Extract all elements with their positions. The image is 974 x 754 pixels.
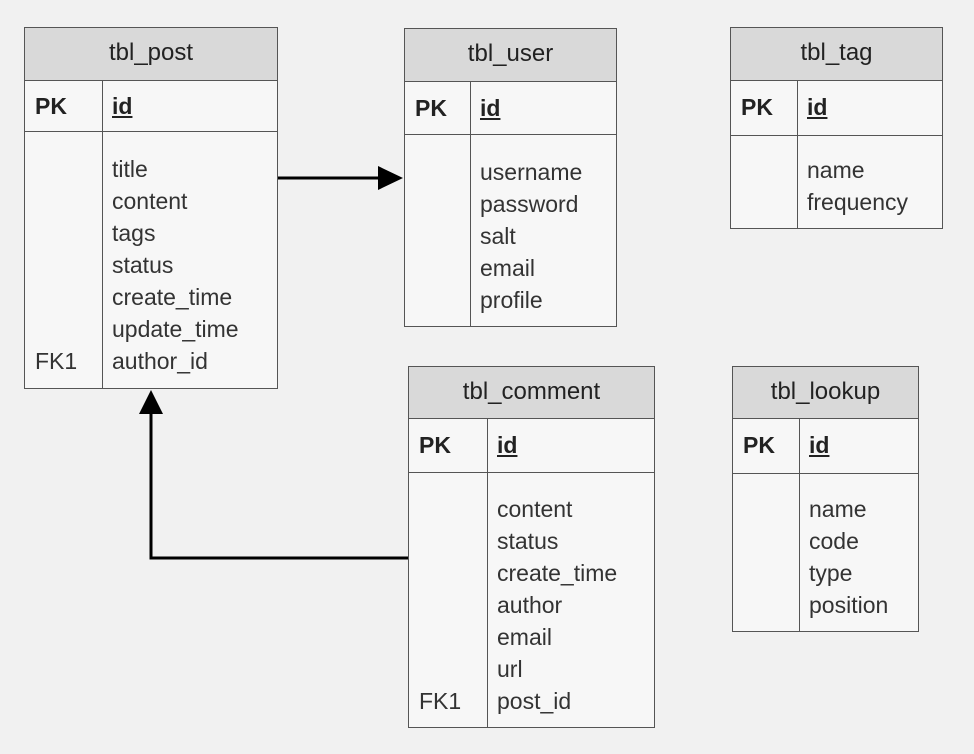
- field-list: username password salt email profile: [480, 156, 582, 316]
- field-name: name: [809, 496, 867, 522]
- fields-row: name code type position: [733, 474, 918, 631]
- relation-comment-to-post: [139, 390, 408, 560]
- fields-row: content status create_time author email …: [409, 473, 654, 727]
- field-username: username: [480, 159, 583, 185]
- pk-label: PK: [415, 95, 447, 121]
- table-tbl-tag[interactable]: tbl_tag PK id name frequency: [730, 27, 943, 229]
- arrowhead-icon: [378, 166, 403, 190]
- pk-field: id: [112, 93, 133, 119]
- field-list: name code type position: [809, 493, 888, 621]
- table-title: tbl_lookup: [733, 367, 918, 419]
- table-title: tbl_post: [25, 28, 277, 81]
- pk-field: id: [809, 432, 830, 458]
- pk-field: id: [807, 94, 828, 120]
- field-url: url: [497, 656, 523, 682]
- pk-field: id: [497, 432, 518, 458]
- table-tbl-comment[interactable]: tbl_comment PK id content status create_…: [408, 366, 655, 728]
- pk-label: PK: [419, 432, 451, 458]
- field-frequency: frequency: [807, 189, 909, 215]
- table-title: tbl_tag: [731, 28, 942, 81]
- field-title: title: [112, 156, 148, 182]
- field-create-time: create_time: [112, 284, 233, 310]
- field-content: content: [497, 496, 573, 522]
- pk-label: PK: [741, 94, 773, 120]
- fk-label: FK1: [419, 688, 462, 714]
- field-author: author: [497, 592, 563, 618]
- field-tags: tags: [112, 220, 156, 246]
- pk-label: PK: [743, 432, 775, 458]
- table-title: tbl_user: [405, 29, 616, 82]
- field-list: name frequency: [807, 154, 908, 218]
- field-create-time: create_time: [497, 560, 618, 586]
- field-post-id: post_id: [497, 688, 572, 714]
- relation-post-to-user: [277, 166, 403, 190]
- field-email: email: [480, 255, 535, 281]
- table-tbl-user[interactable]: tbl_user PK id username password salt em…: [404, 28, 617, 327]
- table-tbl-lookup[interactable]: tbl_lookup PK id name code type position: [732, 366, 919, 632]
- field-type: type: [809, 560, 853, 586]
- pk-row: PK id: [731, 81, 942, 136]
- field-status: status: [497, 528, 559, 554]
- field-password: password: [480, 191, 579, 217]
- pk-row: PK id: [25, 81, 277, 132]
- field-update-time: update_time: [112, 316, 239, 342]
- field-list: title content tags status create_time up…: [112, 153, 239, 377]
- fields-row: username password salt email profile: [405, 135, 616, 326]
- field-list: content status create_time author email …: [497, 493, 617, 717]
- table-tbl-post[interactable]: tbl_post PK id title content tags status…: [24, 27, 278, 389]
- fields-row: name frequency: [731, 136, 942, 228]
- pk-label: PK: [35, 93, 67, 119]
- fk-label: FK1: [35, 348, 78, 374]
- field-email: email: [497, 624, 552, 650]
- pk-row: PK id: [405, 82, 616, 135]
- field-status: status: [112, 252, 174, 278]
- fields-row: title content tags status create_time up…: [25, 132, 277, 388]
- pk-field: id: [480, 95, 501, 121]
- pk-row: PK id: [733, 419, 918, 474]
- pk-row: PK id: [409, 419, 654, 473]
- field-profile: profile: [480, 287, 543, 313]
- field-position: position: [809, 592, 889, 618]
- table-title: tbl_comment: [409, 367, 654, 419]
- field-name: name: [807, 157, 865, 183]
- arrowhead-icon: [139, 390, 163, 414]
- field-author-id: author_id: [112, 348, 208, 374]
- field-code: code: [809, 528, 859, 554]
- field-content: content: [112, 188, 188, 214]
- field-salt: salt: [480, 223, 516, 249]
